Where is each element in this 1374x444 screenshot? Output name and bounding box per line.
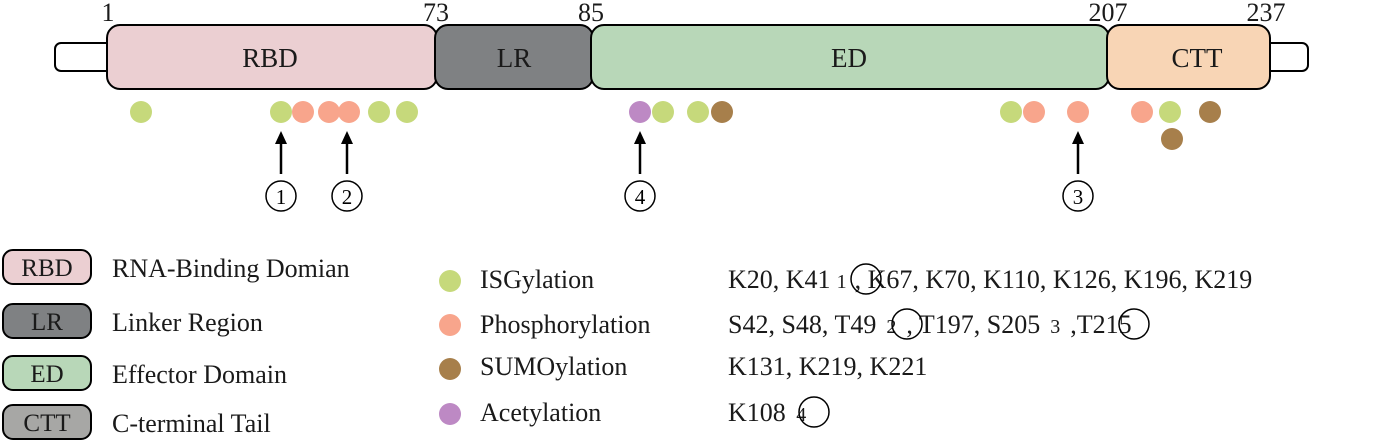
marker-2-number: 2 [342,185,353,209]
site-phosphorylation-dot [318,101,340,123]
legend-lr-abbr: LR [31,309,63,336]
legend-ctt-abbr: CTT [23,410,70,437]
marker-1-number: 1 [276,185,287,209]
site-phosphorylation-dot [1131,101,1153,123]
acetylation-sites: K108 4 [728,398,806,427]
site-isgylation-dot [1159,101,1181,123]
domain-lr-label: LR [497,43,532,73]
legend-rbd-label: RNA-Binding Domian [112,254,350,283]
legend-ctt-swatch [2,404,92,440]
legend-rbd-swatch [2,249,92,285]
site-phosphorylation-dot [1023,101,1045,123]
position-label-207: 207 [1089,0,1128,27]
legend-lr-label: Linker Region [112,308,263,337]
phosphorylation-marker-circle [1118,308,1150,340]
isgylation-sites-text: , K67, K70, K110, K126, K196, K219 [855,265,1253,294]
arrow-marker-3 [1062,131,1094,212]
position-label-73: 73 [423,0,449,27]
site-isgylation-dot [130,101,152,123]
acetylation-marker-circle [798,396,830,428]
isgylation-sites-text: K20, K41 [728,265,831,294]
legend-acetylation-label: Acetylation [480,398,601,427]
phosphorylation-marker-2: 2 [886,316,896,338]
site-sumoylation-dot [1199,101,1221,123]
marker-4-number: 4 [635,185,646,209]
site-phosphorylation-dot [1067,101,1089,123]
domain-legend: RBD RNA-Binding Domian LR Linker Region … [2,249,350,440]
phosphorylation-sites-text: , T197, S205 [906,310,1040,339]
legend-phosphorylation-dot [439,314,461,336]
site-sumoylation-dot [711,101,733,123]
legend-rbd-abbr: RBD [21,255,72,282]
marker-3-number: 3 [1073,185,1084,209]
arrow-marker-2 [331,131,363,212]
site-sumoylation-dot [1161,128,1183,150]
legend-ctt-label: C-terminal Tail [112,409,271,438]
domain-ctt-label: CTT [1172,43,1224,73]
legend-isgylation-dot [439,270,461,292]
modification-sites [130,101,1221,150]
legend-ed-abbr: ED [30,361,63,388]
legend-isgylation-label: ISGylation [480,265,594,294]
site-isgylation-dot [368,101,390,123]
domain-ed-label: ED [831,43,867,73]
acetylation-marker-4: 4 [796,404,806,426]
modification-legend: ISGylation Phosphorylation SUMOylation A… [439,263,1252,428]
site-acetylation-dot [629,101,651,123]
site-phosphorylation-dot [292,101,314,123]
phosphorylation-marker-3: 3 [1050,316,1060,338]
legend-phosphorylation-label: Phosphorylation [480,310,650,339]
site-isgylation-dot [687,101,709,123]
isgylation-sites: K20, K41 1 , K67, K70, K110, K126, K196, K… [728,265,1252,294]
isgylation-marker-circle [850,263,882,295]
isgylation-marker-1: 1 [837,271,847,293]
position-label-1: 1 [102,0,115,27]
legend-ed-swatch [2,355,92,391]
acetylation-sites-text: K108 [728,398,792,427]
legend-sumoylation-dot [439,358,461,380]
arrow-marker-1 [265,131,297,212]
domain-ctt [1106,24,1271,90]
site-phosphorylation-dot [338,101,360,123]
protein-bar: RBD LR ED CTT [54,24,1309,90]
domain-rbd-label: RBD [242,43,298,73]
position-labels: 1 73 85 207 237 [102,0,1286,27]
arrow-marker-4 [624,131,656,212]
site-isgylation-dot [652,101,674,123]
site-arrows [265,131,1094,212]
position-label-85: 85 [578,0,604,27]
phosphorylation-marker-circle [891,308,923,340]
legend-ed-label: Effector Domain [112,360,287,389]
site-isgylation-dot [396,101,418,123]
position-label-237: 237 [1247,0,1286,27]
phosphorylation-sites-text: S42, S48, T49 [728,310,876,339]
legend-lr-swatch [2,303,92,339]
site-isgylation-dot [270,101,292,123]
legend-acetylation-dot [439,403,461,425]
sumoylation-sites: K131, K219, K221 [728,352,927,381]
site-isgylation-dot [1000,101,1022,123]
legend-sumoylation-label: SUMOylation [480,352,627,381]
